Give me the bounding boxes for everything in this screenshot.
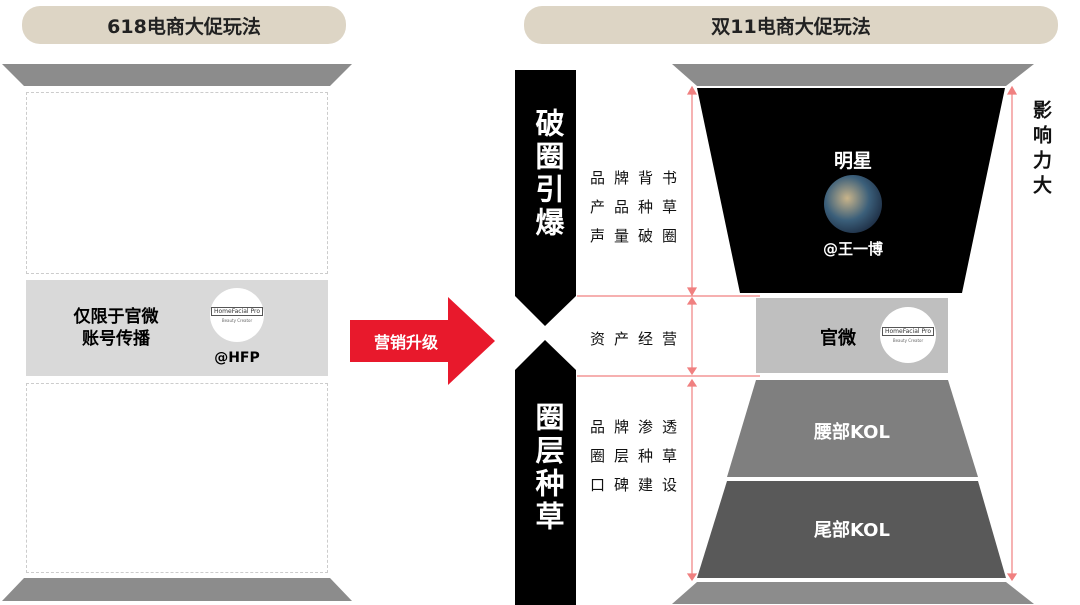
right-bottom-trapezoid bbox=[672, 582, 1034, 604]
star-label: 明星 bbox=[833, 150, 872, 172]
arrow-label: 营销升级 bbox=[374, 333, 439, 352]
official-box: 官微 HomeFacial Pro Beauty Creator bbox=[756, 298, 948, 373]
mid-kol-label: 腰部KOL bbox=[814, 422, 890, 443]
box-text-1: 仅限于官微 bbox=[73, 307, 159, 327]
tail-kol-trapezoid bbox=[697, 481, 1006, 578]
logo-text: HomeFacial Pro bbox=[881, 327, 935, 336]
left-title: 618电商大促玩法 bbox=[22, 6, 346, 44]
influence-label: 影响力大 bbox=[1030, 100, 1052, 200]
phase-top-label: 破圈引爆 bbox=[531, 108, 565, 240]
top-item: 产品种草 bbox=[590, 198, 687, 216]
star-avatar bbox=[824, 175, 882, 233]
left-empty-top bbox=[26, 92, 328, 274]
middle-item: 资产经营 bbox=[590, 330, 687, 348]
bottom-item: 品牌渗透 bbox=[590, 418, 687, 436]
phase-bottom-bar bbox=[515, 340, 576, 605]
phase-top-bar bbox=[515, 70, 576, 326]
top-items: 品牌背书 产品种草 声量破圈 bbox=[590, 164, 686, 251]
bottom-item: 口碑建设 bbox=[590, 476, 687, 494]
box-text-2: 账号传播 bbox=[82, 329, 150, 349]
tail-kol-label: 尾部KOL bbox=[814, 520, 890, 541]
left-bottom-trapezoid bbox=[2, 578, 352, 601]
phase-bottom-label: 圈层种草 bbox=[531, 402, 565, 534]
logo-sub: Beauty Creator bbox=[892, 338, 924, 343]
bottom-item: 圈层种草 bbox=[590, 447, 687, 465]
top-item: 声量破圈 bbox=[590, 227, 687, 245]
left-official-box: 仅限于官微 账号传播 HomeFacial Pro Beauty Creator… bbox=[26, 280, 328, 376]
star-handle: @王一博 bbox=[822, 240, 883, 258]
hfp-logo: HomeFacial Pro Beauty Creator bbox=[210, 288, 264, 342]
official-label: 官微 bbox=[820, 328, 856, 349]
upgrade-arrow bbox=[350, 297, 495, 385]
right-top-trapezoid bbox=[672, 64, 1034, 86]
left-empty-bottom bbox=[26, 383, 328, 573]
logo-sub: Beauty Creator bbox=[221, 318, 253, 323]
right-title: 双11电商大促玩法 bbox=[524, 6, 1058, 44]
top-item: 品牌背书 bbox=[590, 169, 687, 187]
hfp-handle: @HFP bbox=[214, 350, 260, 366]
hfp-logo: HomeFacial Pro Beauty Creator bbox=[880, 307, 936, 363]
logo-text: HomeFacial Pro bbox=[210, 307, 264, 316]
left-top-trapezoid bbox=[2, 64, 352, 86]
bottom-items: 品牌渗透 圈层种草 口碑建设 bbox=[590, 413, 686, 500]
mid-kol-trapezoid bbox=[727, 380, 978, 477]
